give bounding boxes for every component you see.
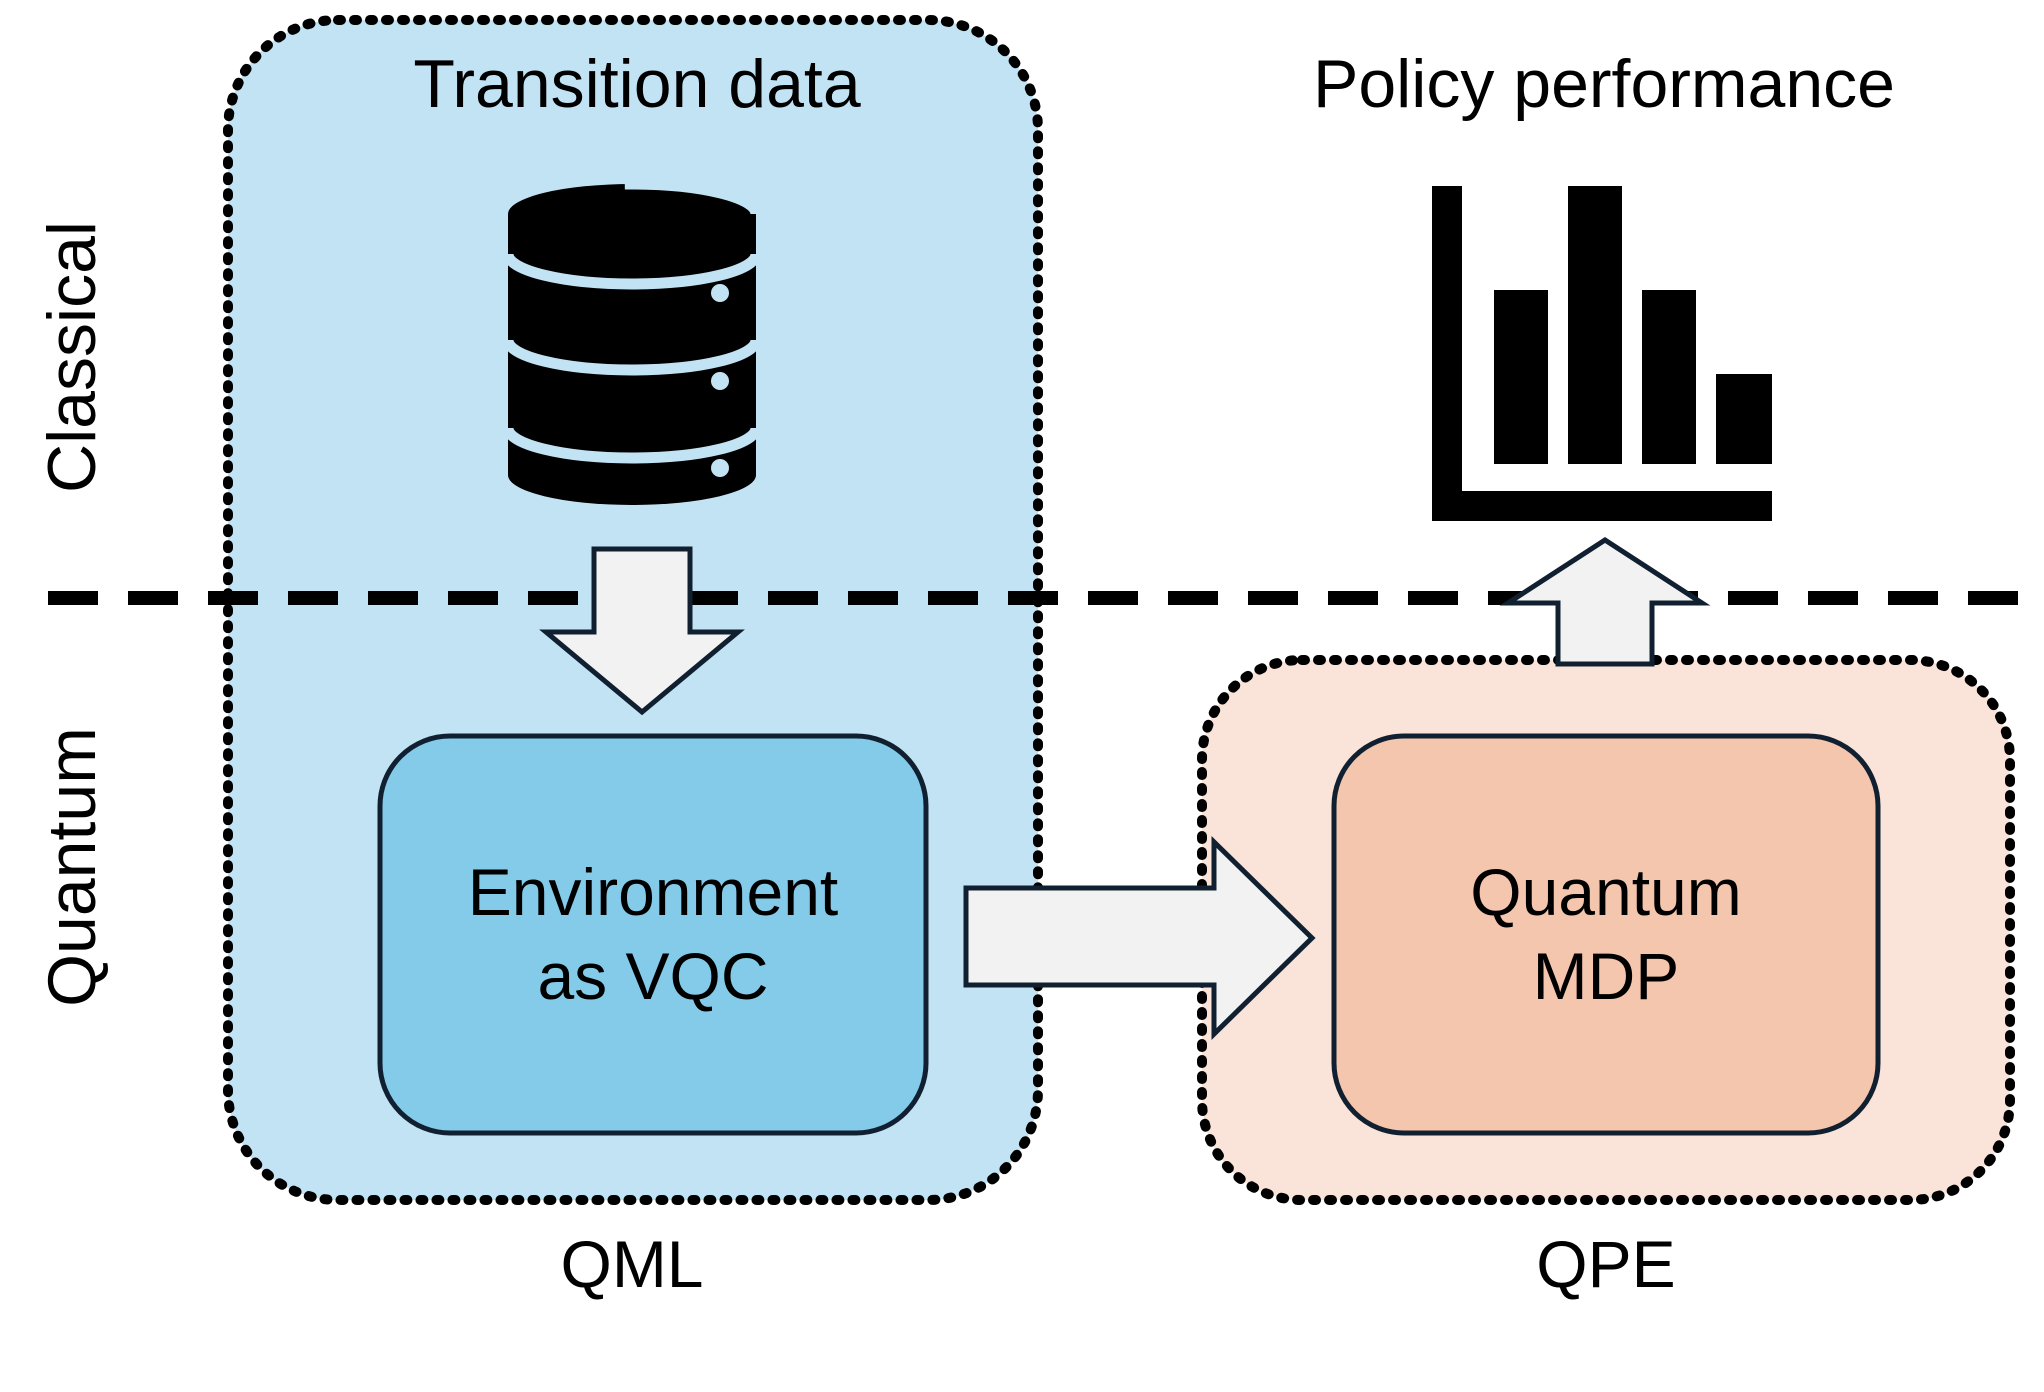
quantum-label: Quantum (34, 727, 110, 1007)
quantum-mdp-box (1331, 733, 1881, 1136)
quantum-mdp-line1: Quantum (1470, 855, 1741, 929)
quantum-mdp-line2: MDP (1533, 939, 1680, 1013)
transition-data-title: Transition data (413, 46, 860, 122)
environment-vqc-line1: Environment (468, 855, 839, 929)
environment-vqc-box (377, 733, 929, 1136)
bar-chart-icon (1432, 186, 1772, 521)
policy-performance-title: Policy performance (1313, 46, 1895, 122)
down-arrow (539, 546, 745, 716)
qml-caption: QML (560, 1227, 703, 1301)
qpe-caption: QPE (1536, 1227, 1675, 1301)
database-icon (502, 178, 762, 505)
classical-label: Classical (34, 221, 110, 493)
right-arrow (963, 836, 1316, 1040)
up-arrow (1499, 537, 1711, 667)
environment-vqc-line2: as VQC (537, 939, 768, 1013)
